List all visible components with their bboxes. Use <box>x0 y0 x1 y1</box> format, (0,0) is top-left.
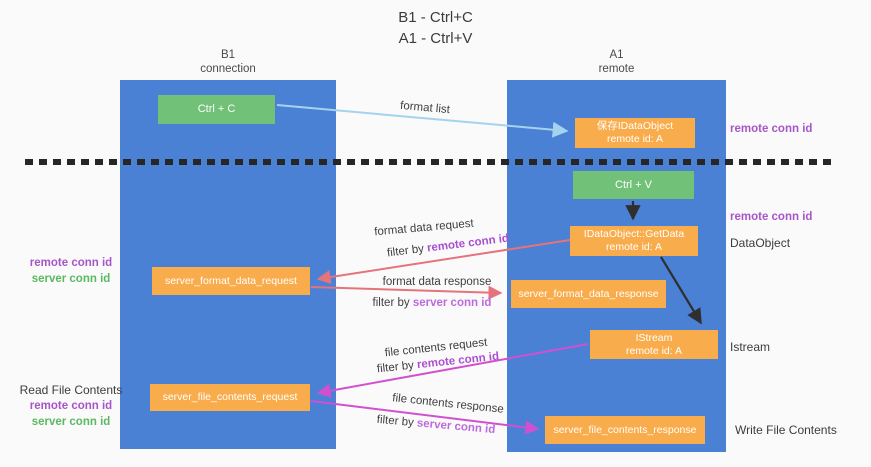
node-istream-line2: remote id: A <box>625 344 683 357</box>
annotation-left-remote-conn-id-2: remote conn id <box>29 400 113 412</box>
node-server-format-data-response-label: server_format_data_response <box>518 287 659 300</box>
annotation-left-server-conn-id-1: server conn id <box>31 273 111 285</box>
node-idataobject-getdata: IDataObject::GetData remote id: A <box>570 226 698 256</box>
diagram-title: B1 - Ctrl+C A1 - Ctrl+V <box>0 7 871 49</box>
node-ctrl-c: Ctrl + C <box>158 95 275 124</box>
lane-a1-name: A1 <box>609 49 624 61</box>
node-save-idataobject-line1: 保存IDataObject <box>596 120 674 132</box>
lane-a1-role: remote <box>598 63 635 75</box>
lane-header-b1: B1 connection <box>120 48 336 76</box>
node-server-file-contents-request-label: server_file_contents_request <box>162 391 298 403</box>
annotation-read-file-contents: Read File Contents <box>19 383 123 397</box>
node-getdata-line2: remote id: A <box>605 241 663 253</box>
filter-by-text-2: filter by <box>372 297 410 309</box>
arrow-format-data-request <box>316 239 571 284</box>
node-getdata-line1: IDataObject::GetData <box>583 228 685 240</box>
node-save-idataobject-line2: remote id: A <box>606 133 664 145</box>
node-ctrl-c-label: Ctrl + C <box>197 103 236 115</box>
lane-b1-name: B1 <box>220 49 236 61</box>
annotation-dataobject: DataObject <box>730 236 791 250</box>
annotation-group-format: remote conn id server conn id <box>0 255 142 287</box>
session-divider-dashed-line <box>25 159 837 165</box>
arrow-file-contents-request <box>316 343 589 398</box>
lane-header-a1: A1 remote <box>507 48 726 76</box>
annotation-left-server-conn-id-2: server conn id <box>31 416 111 428</box>
node-server-file-contents-response: server_file_contents_response <box>545 416 705 444</box>
annotation-group-file: Read File Contents remote conn id server… <box>0 382 142 430</box>
arrow-format-data-response <box>310 285 503 300</box>
node-istream: IStream remote id: A <box>590 330 718 359</box>
arrow-getdata-to-istream <box>660 256 702 325</box>
title-line-2: A1 - Ctrl+V <box>398 30 473 47</box>
flow-label-filter-server-1: filter by server conn id <box>373 297 492 309</box>
node-server-file-contents-request: server_file_contents_request <box>150 384 310 411</box>
annotation-write-file-contents: Write File Contents <box>735 423 837 437</box>
node-server-file-contents-response-label: server_file_contents_response <box>553 423 697 436</box>
flow-label-format-data-response: format data response <box>382 276 492 288</box>
node-istream-line1: IStream <box>635 331 673 344</box>
arrow-file-contents-response <box>310 400 540 435</box>
arrow-format-list <box>276 104 569 138</box>
annotation-istream: Istream <box>730 340 771 354</box>
filter-value-server-1: server conn id <box>412 297 492 309</box>
node-server-format-data-response: server_format_data_response <box>511 280 666 308</box>
node-ctrl-v-label: Ctrl + V <box>615 178 652 191</box>
node-save-idataobject: 保存IDataObject remote id: A <box>575 118 695 148</box>
annotation-left-remote-conn-id-1: remote conn id <box>29 257 113 269</box>
node-server-format-data-request-label: server_format_data_request <box>165 274 297 287</box>
annotation-remote-conn-id-mid: remote conn id <box>730 211 813 223</box>
lane-b1-role: connection <box>200 63 256 75</box>
annotation-remote-conn-id-top: remote conn id <box>730 123 813 135</box>
node-ctrl-v: Ctrl + V <box>573 171 694 199</box>
title-line-1: B1 - Ctrl+C <box>398 9 473 26</box>
node-server-format-data-request: server_format_data_request <box>152 267 310 295</box>
